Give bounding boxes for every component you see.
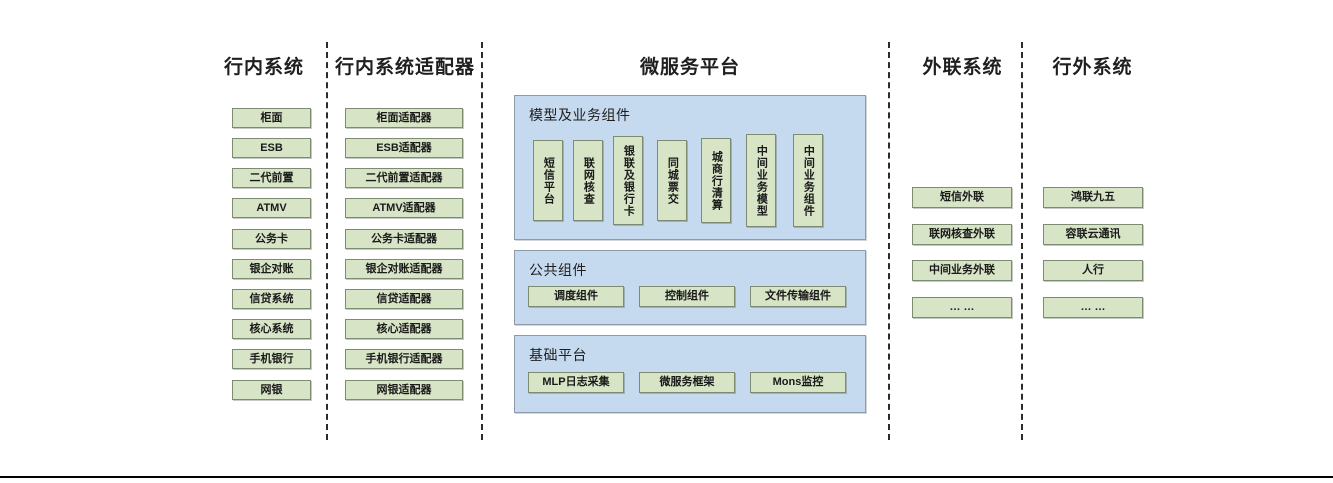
column-title-internal-adapters: 行内系统适配器 xyxy=(334,57,475,78)
node-internal-system[interactable]: 公务卡 xyxy=(232,229,311,249)
column-title-external-systems: 行外系统 xyxy=(1052,57,1133,78)
node-outreach-system[interactable]: 中间业务外联 xyxy=(912,260,1012,281)
node-outreach-system[interactable]: 短信外联 xyxy=(912,187,1012,208)
node-model-component[interactable]: 短信平台 xyxy=(533,140,563,221)
node-internal-adapter[interactable]: 信贷适配器 xyxy=(345,289,463,309)
node-internal-adapter[interactable]: 公务卡适配器 xyxy=(345,229,463,249)
node-internal-adapter[interactable]: ESB适配器 xyxy=(345,138,463,158)
node-internal-system[interactable]: 核心系统 xyxy=(232,319,311,339)
node-internal-system[interactable]: ATMV xyxy=(232,198,311,218)
node-public-component[interactable]: 文件传输组件 xyxy=(750,286,846,307)
node-internal-system[interactable]: 信贷系统 xyxy=(232,289,311,309)
node-internal-system[interactable]: 银企对账 xyxy=(232,259,311,279)
node-internal-adapter[interactable]: 柜面适配器 xyxy=(345,108,463,128)
node-internal-adapter[interactable]: ATMV适配器 xyxy=(345,198,463,218)
node-public-component[interactable]: 控制组件 xyxy=(639,286,735,307)
node-internal-adapter[interactable]: 银企对账适配器 xyxy=(345,259,463,279)
node-external-system[interactable]: 人行 xyxy=(1043,260,1143,281)
column-title-microservice-platform: 微服务平台 xyxy=(639,57,740,78)
node-internal-system[interactable]: ESB xyxy=(232,138,311,158)
node-model-component[interactable]: 中间业务组件 xyxy=(793,134,823,227)
node-internal-system[interactable]: 手机银行 xyxy=(232,349,311,369)
column-title-internal-systems: 行内系统 xyxy=(223,57,304,78)
node-public-component[interactable]: 调度组件 xyxy=(528,286,624,307)
panel-label-base-platform: 基础平台 xyxy=(529,347,587,363)
node-internal-adapter[interactable]: 手机银行适配器 xyxy=(345,349,463,369)
node-model-component[interactable]: 同城票交 xyxy=(657,140,687,221)
panel-label-public-components: 公共组件 xyxy=(529,262,587,278)
node-internal-system[interactable]: 网银 xyxy=(232,380,311,400)
footer-divider xyxy=(0,476,1333,478)
separator-4 xyxy=(1021,42,1023,440)
node-outreach-system[interactable]: 联网核查外联 xyxy=(912,224,1012,245)
node-external-system[interactable]: 容联云通讯 xyxy=(1043,224,1143,245)
separator-2 xyxy=(481,42,483,440)
node-internal-adapter[interactable]: 二代前置适配器 xyxy=(345,168,463,188)
node-base-platform-component[interactable]: Mons监控 xyxy=(750,372,846,393)
node-internal-system[interactable]: 二代前置 xyxy=(232,168,311,188)
node-external-system[interactable]: … … xyxy=(1043,297,1143,318)
node-external-system[interactable]: 鸿联九五 xyxy=(1043,187,1143,208)
node-base-platform-component[interactable]: 微服务框架 xyxy=(639,372,735,393)
node-base-platform-component[interactable]: MLP日志采集 xyxy=(528,372,624,393)
node-model-component[interactable]: 城商行清算 xyxy=(701,138,731,223)
node-model-component[interactable]: 银联及银行卡 xyxy=(613,136,643,225)
node-internal-adapter[interactable]: 网银适配器 xyxy=(345,380,463,400)
node-model-component[interactable]: 联网核查 xyxy=(573,140,603,221)
node-model-component[interactable]: 中间业务模型 xyxy=(746,134,776,227)
node-outreach-system[interactable]: … … xyxy=(912,297,1012,318)
separator-3 xyxy=(888,42,890,440)
column-title-outreach-systems: 外联系统 xyxy=(922,57,1003,78)
node-internal-system[interactable]: 柜面 xyxy=(232,108,311,128)
node-internal-adapter[interactable]: 核心适配器 xyxy=(345,319,463,339)
separator-1 xyxy=(326,42,328,440)
panel-label-model-business-components: 模型及业务组件 xyxy=(529,107,631,123)
